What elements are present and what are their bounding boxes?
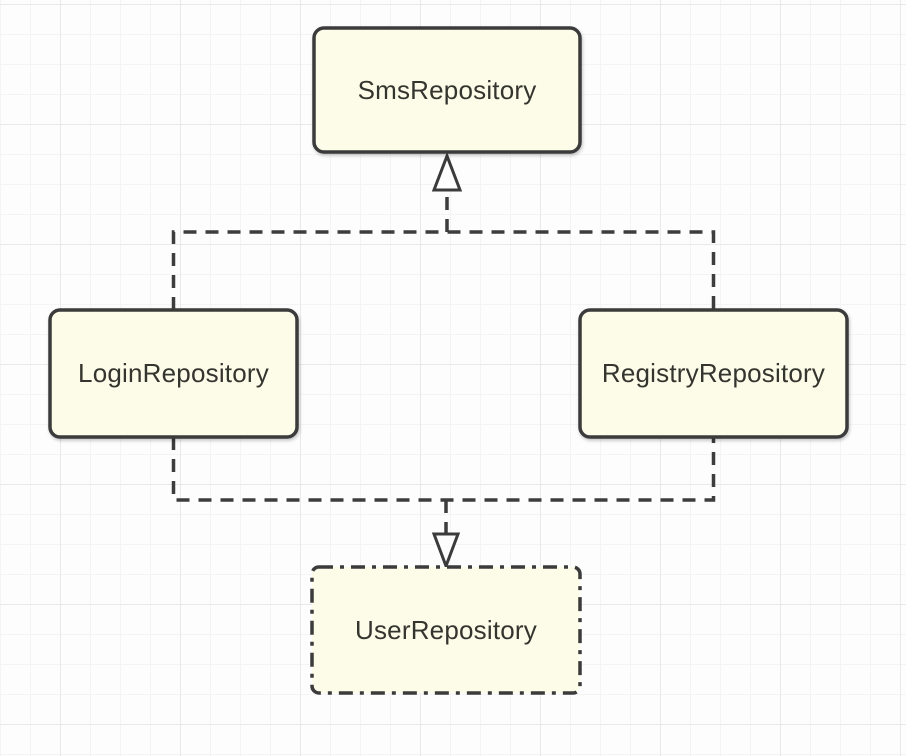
- hollow-triangle-arrowhead-down-icon[interactable]: [431, 532, 461, 571]
- node-box-loginrepository: [48, 308, 299, 439]
- node-smsrepository-label: SmsRepository: [357, 74, 537, 105]
- node-userrepository-label: UserRepository: [355, 614, 537, 645]
- node-box-userrepository: [310, 565, 582, 695]
- node-registryrepository[interactable]: RegistryRepository: [580, 310, 847, 437]
- node-box-registryrepository: [578, 308, 849, 439]
- edge-branch-to-smsrepository[interactable]: [171, 230, 716, 310]
- node-loginrepository[interactable]: LoginRepository: [50, 310, 297, 437]
- node-userrepository[interactable]: UserRepository: [312, 567, 580, 693]
- node-smsrepository[interactable]: SmsRepository: [314, 28, 580, 152]
- node-registryrepository-label: RegistryRepository: [601, 358, 826, 388]
- node-loginrepository-label: LoginRepository: [78, 358, 269, 388]
- node-box-smsrepository: [312, 26, 582, 154]
- hollow-triangle-arrowhead-up-icon[interactable]: [431, 151, 463, 192]
- edge-branch-to-userrepository[interactable]: [171, 437, 716, 502]
